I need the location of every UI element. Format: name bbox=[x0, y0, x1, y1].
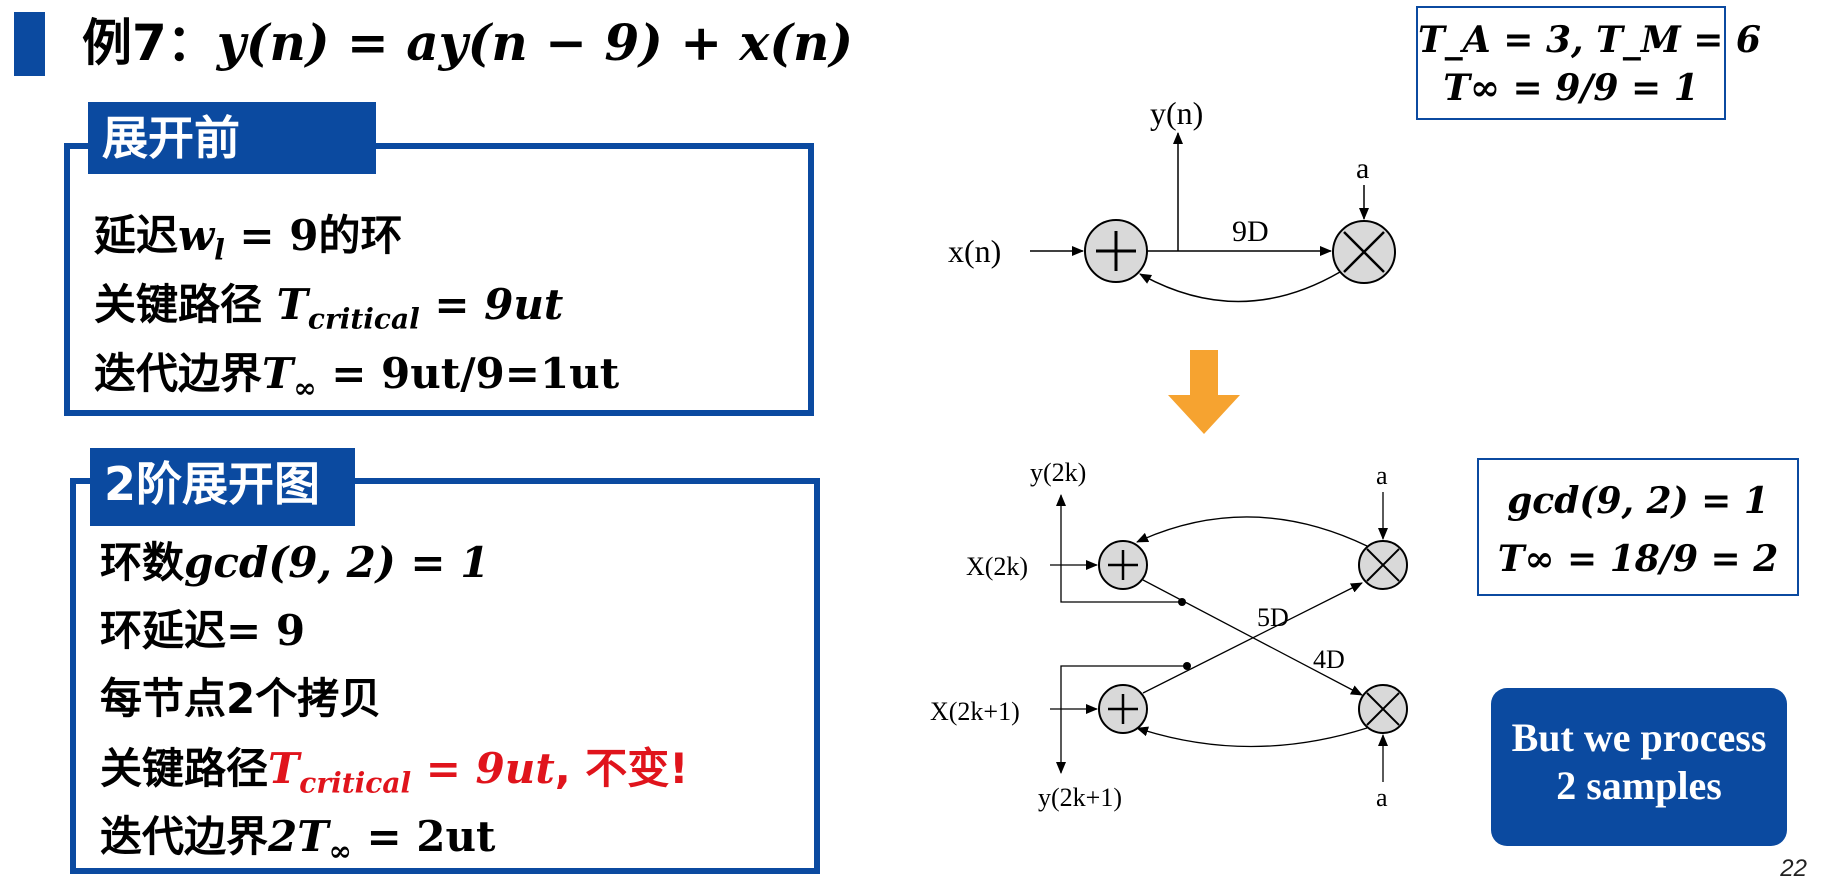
panel-before-line-1: 延迟wl = 9的环 bbox=[94, 206, 403, 280]
output-even-label: y(2k) bbox=[1030, 458, 1086, 487]
line-cn: 关键路径 bbox=[100, 744, 269, 793]
panel-unfold-line-4: 关键路径Tcritical = 9ut, 不变! bbox=[100, 739, 688, 813]
line-math: T bbox=[262, 349, 294, 398]
title-prefix: 例7： bbox=[82, 14, 217, 72]
input-label: x(n) bbox=[948, 233, 1001, 269]
adder-even-node bbox=[1098, 540, 1148, 590]
panel-before-tab: 展开前 bbox=[88, 102, 376, 174]
multiplier-bottom-node bbox=[1358, 684, 1408, 734]
line-cn: 环数 bbox=[100, 538, 185, 587]
line-math: w bbox=[178, 211, 215, 260]
dfg-unfolded: X(2k) X(2k+1) y(2k) y(2k+1) a a 5D 4D bbox=[930, 458, 1408, 812]
line-cn: 关键路径 bbox=[94, 280, 277, 329]
timing-box-line-1: T_A = 3, T_M = 6 bbox=[1418, 19, 1761, 61]
transform-arrow bbox=[1168, 350, 1240, 434]
line-rest: = 2ut bbox=[351, 812, 496, 861]
output-label: y(n) bbox=[1150, 95, 1203, 131]
panel-unfold bbox=[70, 478, 820, 874]
delay-4d-label: 4D bbox=[1313, 645, 1345, 674]
line-rest: = 9ut/9=1ut bbox=[316, 349, 620, 398]
line-sub: l bbox=[214, 233, 225, 267]
line-rest: = 9 bbox=[224, 211, 319, 260]
adder-odd-node bbox=[1098, 684, 1148, 734]
line-cn: 延迟 bbox=[94, 211, 179, 260]
line-sub: ∞ bbox=[328, 834, 352, 868]
title-accent-bar bbox=[14, 12, 45, 76]
panel-unfold-line-3: 每节点2个拷贝 bbox=[100, 669, 381, 729]
output-odd-edge bbox=[1056, 665, 1187, 774]
panel-unfold-line-2: 环延迟= 9 bbox=[100, 601, 305, 661]
slide-title: 例7：y(n) = ay(n − 9) + x(n) bbox=[82, 8, 853, 78]
coef-bottom-label: a bbox=[1376, 783, 1388, 812]
line-math: = 9 bbox=[226, 606, 306, 655]
panel-unfold-line-1: 环数gcd(9, 2) = 1 bbox=[100, 533, 489, 593]
feedback-top-edge bbox=[1136, 516, 1368, 547]
feedback-bottom-edge bbox=[1136, 726, 1368, 748]
callout-line-1: But we process bbox=[1511, 715, 1767, 760]
line-red-sub: critical bbox=[299, 766, 412, 800]
line-red-math: T bbox=[268, 744, 300, 793]
coef-label: a bbox=[1356, 152, 1369, 185]
input-even-label: X(2k) bbox=[966, 552, 1028, 581]
line-sub: ∞ bbox=[293, 371, 317, 405]
line-math: gcd(9, 2) = 1 bbox=[184, 538, 490, 587]
feedback-edge bbox=[1139, 271, 1341, 303]
panel-unfold-tab: 2阶展开图 bbox=[90, 448, 355, 526]
adder-node bbox=[1084, 219, 1148, 283]
line-math: 2T bbox=[268, 812, 329, 861]
cross-edge-5d bbox=[1142, 582, 1363, 694]
line-red-cn: , 不变! bbox=[554, 744, 689, 793]
line-cn: 迭代边界 bbox=[94, 349, 263, 398]
dfg-original: x(n) y(n) a 9D bbox=[948, 95, 1396, 303]
gcd-box-line-1: gcd(9, 2) = 1 bbox=[1507, 480, 1769, 522]
delay-5d-label: 5D bbox=[1257, 603, 1289, 632]
multiplier-node bbox=[1332, 220, 1396, 284]
title-equation: y(n) = ay(n − 9) + x(n) bbox=[216, 13, 854, 72]
gcd-box-line-2: T∞ = 18/9 = 2 bbox=[1497, 538, 1779, 580]
panel-unfold-line-5: 迭代边界2T∞ = 2ut bbox=[100, 807, 495, 881]
line-rest: = 9ut bbox=[419, 280, 564, 329]
panel-before bbox=[64, 143, 814, 416]
gcd-box: gcd(9, 2) = 1 T∞ = 18/9 = 2 bbox=[1477, 458, 1799, 596]
line-cn: 迭代边界 bbox=[100, 812, 269, 861]
line-cn: 每节点2个拷贝 bbox=[100, 674, 382, 723]
line-cn: 环延迟 bbox=[100, 606, 227, 655]
output-odd-label: y(2k+1) bbox=[1038, 783, 1122, 812]
callout-line-2: 2 samples bbox=[1556, 763, 1722, 808]
line-red-rest: = 9ut bbox=[411, 744, 555, 793]
multiplier-top-node bbox=[1358, 540, 1408, 590]
timing-box: T_A = 3, T_M = 6 T∞ = 9/9 = 1 bbox=[1416, 6, 1761, 120]
coef-top-label: a bbox=[1376, 461, 1388, 490]
input-odd-label: X(2k+1) bbox=[930, 697, 1020, 726]
line-cn2: 的环 bbox=[318, 211, 403, 260]
line-sub: critical bbox=[307, 302, 420, 336]
delay-label: 9D bbox=[1232, 215, 1269, 248]
output-even-edge bbox=[1056, 494, 1182, 603]
panel-before-line-3: 迭代边界T∞ = 9ut/9=1ut bbox=[94, 344, 619, 418]
panel-before-line-2: 关键路径 Tcritical = 9ut bbox=[94, 275, 563, 349]
timing-box-line-2: T∞ = 9/9 = 1 bbox=[1443, 67, 1699, 109]
samples-callout: But we process 2 samples bbox=[1491, 688, 1787, 846]
line-math: T bbox=[276, 280, 308, 329]
page-number: 22 bbox=[1780, 855, 1807, 882]
